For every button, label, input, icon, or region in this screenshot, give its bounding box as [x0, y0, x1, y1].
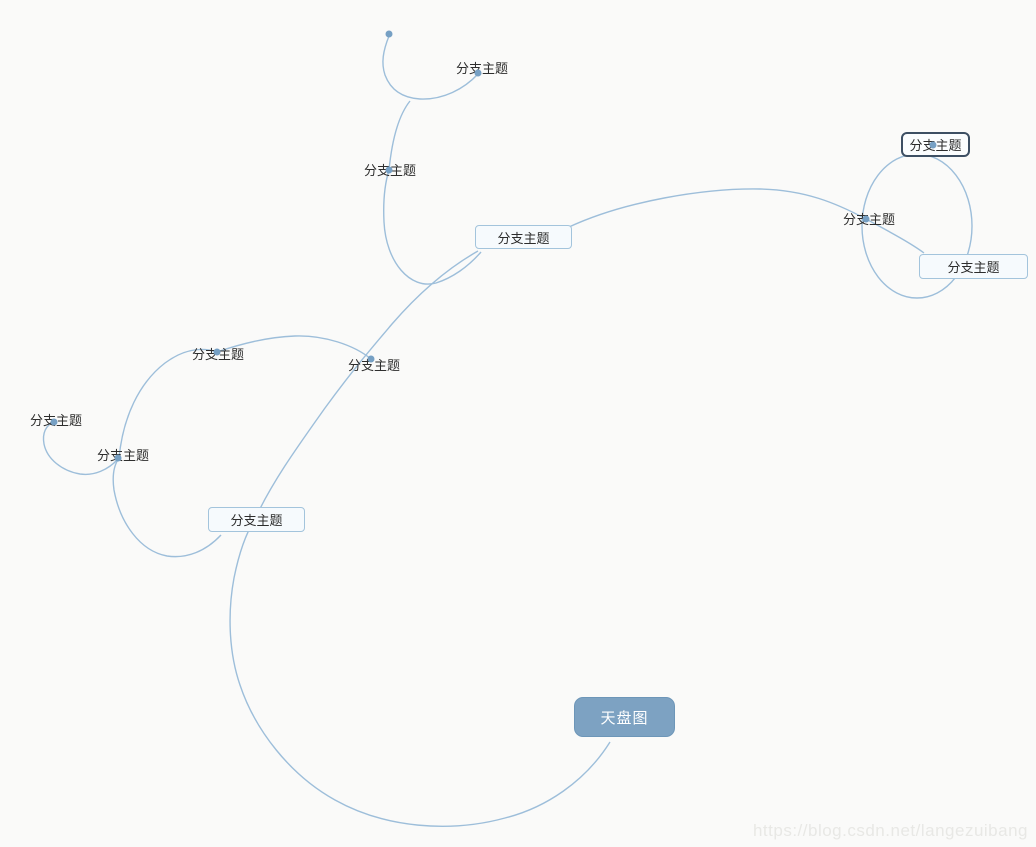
branch-label-i-text: 分支主题: [348, 358, 401, 373]
edge-branch-a-right-arc: [568, 188, 925, 254]
branch-label-e[interactable]: 分支主题: [456, 58, 508, 77]
branch-label-k-text: 分支主题: [97, 448, 150, 463]
edge-label-k-spiral: [42, 421, 119, 476]
branch-label-e-text: 分支主题: [456, 61, 509, 76]
branch-node-d-label: 分支主题: [230, 513, 283, 528]
label-k-anchor-dot: [114, 454, 122, 462]
root-topic-node[interactable]: 天盘图: [574, 697, 675, 737]
label-i-anchor-dot: [367, 355, 375, 363]
label-f-anchor-dot: [385, 166, 393, 174]
branch-node-a[interactable]: 分支主题: [475, 225, 572, 249]
label-g-anchor-dot: [862, 215, 870, 223]
label-h-anchor-dot: [213, 348, 221, 356]
branch-node-a-label: 分支主题: [497, 230, 550, 246]
edge-branch-d-spiral: [112, 335, 372, 558]
spiral-end-dot: [385, 30, 393, 38]
label-j-anchor-dot: [50, 418, 58, 426]
branch-node-d[interactable]: 分支主题: [208, 507, 305, 532]
watermark-url: https://blog.csdn.net/langezuibang: [752, 821, 1028, 840]
label-e-anchor-dot: [474, 69, 482, 77]
branch-node-c[interactable]: 分支主题: [919, 254, 1028, 279]
branch-label-i[interactable]: 分支主题: [348, 355, 400, 374]
edge-root-spiral: [229, 250, 611, 827]
edge-branch-a-left-spiral: [383, 100, 482, 285]
branch-label-k[interactable]: 分支主题: [97, 445, 149, 464]
selected-node-anchor-dot: [929, 141, 937, 149]
root-topic-label: 天盘图: [600, 709, 649, 727]
edge-dot-to-label-e: [382, 35, 479, 100]
branch-node-c-label: 分支主题: [947, 260, 1000, 275]
